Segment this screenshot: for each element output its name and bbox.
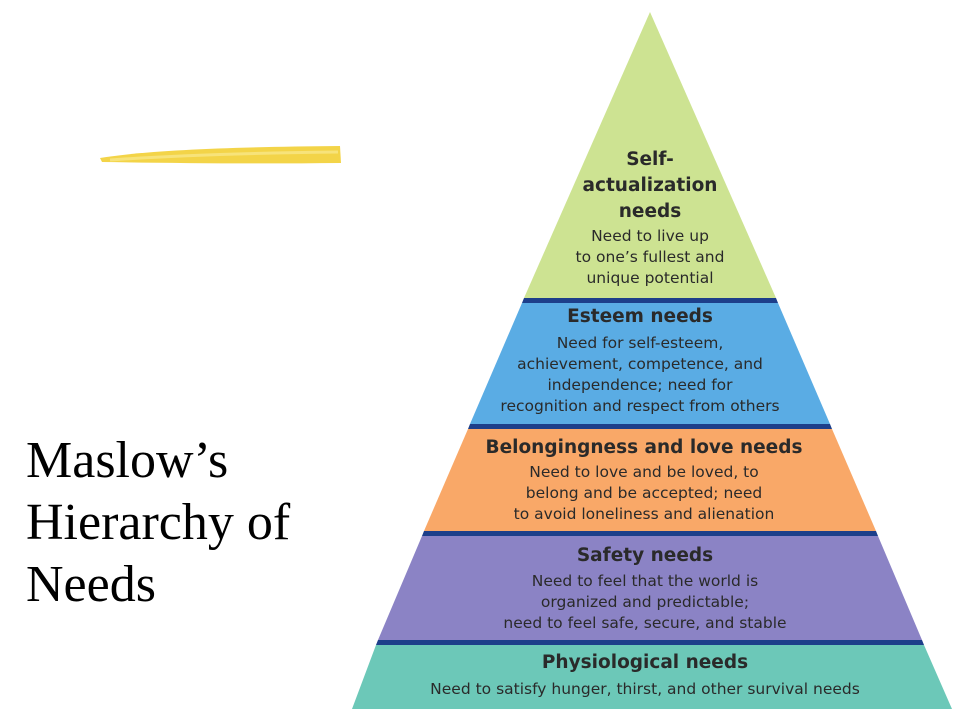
level-description: organized and predictable; <box>541 593 749 611</box>
level-title: Self- <box>626 149 674 170</box>
level-shape-self-actualization <box>524 12 776 298</box>
level-title: actualization <box>583 175 718 196</box>
level-description: need to feel safe, secure, and stable <box>503 614 786 632</box>
pyramid-level-safety: Safety needs Need to feel that the world… <box>378 536 922 640</box>
highlighter-stroke-edge <box>109 150 339 162</box>
pyramid-level-belongingness: Belongingness and love needs Need to lov… <box>424 429 876 531</box>
level-description: Need to feel that the world is <box>532 572 758 590</box>
level-description: independence; need for <box>547 376 733 394</box>
level-description: Need to satisfy hunger, thirst, and othe… <box>430 680 860 698</box>
level-description: Need to live up <box>591 227 709 245</box>
level-description: recognition and respect from others <box>500 397 779 415</box>
slide-title-line: Hierarchy of <box>26 494 291 551</box>
level-description: achievement, competence, and <box>517 355 763 373</box>
pyramid-level-physiological: Physiological needs Need to satisfy hung… <box>352 645 952 709</box>
level-title: Belongingness and love needs <box>485 437 802 458</box>
level-description: belong and be accepted; need <box>526 484 762 502</box>
level-divider <box>522 298 778 303</box>
level-description: to avoid loneliness and alienation <box>514 505 775 523</box>
level-divider <box>422 531 878 536</box>
pyramid-level-self-actualization: Self- actualization needs Need to live u… <box>524 12 776 298</box>
level-description: Need for self-esteem, <box>557 334 724 352</box>
pyramid-level-esteem: Esteem needs Need for self-esteem, achie… <box>470 303 830 424</box>
slide-title-line: Needs <box>26 556 156 613</box>
level-shape-physiological <box>352 645 952 709</box>
level-title: Safety needs <box>577 545 713 566</box>
level-title: Esteem needs <box>567 306 713 327</box>
level-divider <box>468 424 832 429</box>
level-shape-safety <box>378 536 922 640</box>
level-shape-belongingness <box>424 429 876 531</box>
level-title: Physiological needs <box>542 652 748 673</box>
level-title: needs <box>619 201 682 222</box>
level-shape-esteem <box>470 303 830 424</box>
level-description: Need to love and be loved, to <box>529 463 759 481</box>
level-divider <box>376 640 924 645</box>
level-description: unique potential <box>586 269 713 287</box>
slide-title-line: Maslow’s <box>26 432 229 489</box>
level-description: to one’s fullest and <box>576 248 725 266</box>
slide-title: Maslow’s Hierarchy of Needs <box>26 430 346 616</box>
